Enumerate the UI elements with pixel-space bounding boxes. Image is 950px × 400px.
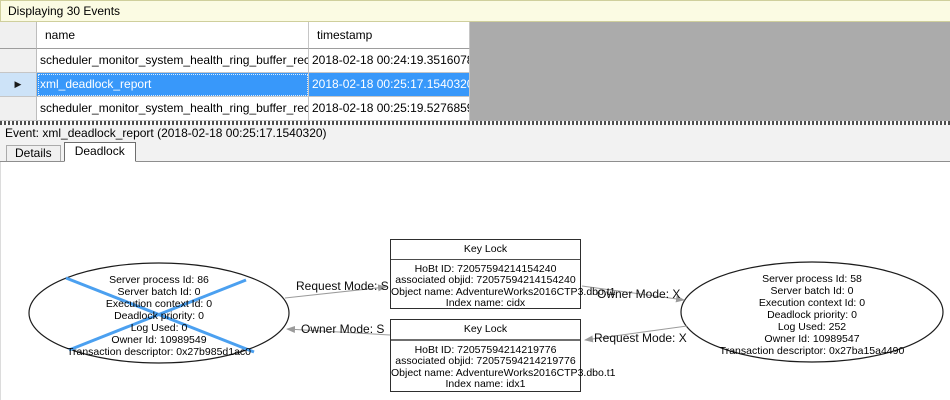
column-header-timestamp[interactable]: timestamp: [309, 22, 470, 49]
row-selector-arrow-icon: ▶: [14, 79, 22, 89]
node-line: Server batch Id: 0: [770, 285, 854, 297]
node-line: Execution context Id: 0: [105, 298, 213, 310]
resource-node-key-lock-cidx: Key Lock HoBt ID: 72057594214154240 asso…: [390, 239, 616, 310]
events-grid: name timestamp scheduler_monitor_system_…: [0, 22, 950, 121]
events-count-label: Displaying 30 Events: [8, 4, 121, 18]
lock-line: HoBt ID: 72057594214219776: [414, 344, 557, 356]
tab-strip: Details Deadlock: [0, 142, 950, 162]
edge-label-request-x: Request Mode: X: [594, 331, 687, 345]
column-header-name[interactable]: name: [37, 22, 309, 49]
resource-node-key-lock-idx1: Key Lock HoBt ID: 72057594214219776 asso…: [390, 319, 616, 392]
row-selector-cell: [0, 49, 37, 73]
cell-timestamp: 2018-02-18 00:24:19.3516078: [309, 49, 470, 73]
node-line: Transaction descriptor: 0x27b985d1ac0: [66, 346, 252, 358]
lock-line: associated objid: 72057594214154240: [395, 274, 576, 287]
selected-event-line: Event: xml_deadlock_report (2018-02-18 0…: [0, 125, 950, 142]
node-line: Log Used: 0: [130, 322, 188, 334]
node-line: Server process Id: 58: [762, 273, 862, 285]
node-line: Server batch Id: 0: [117, 286, 201, 298]
node-line: Transaction descriptor: 0x27ba15a4490: [719, 345, 905, 357]
deadlock-graph-panel: Server process Id: 86 Server batch Id: 0…: [0, 162, 950, 400]
node-line: Owner Id: 10989549: [111, 334, 207, 346]
table-row[interactable]: scheduler_monitor_system_health_ring_buf…: [0, 49, 470, 73]
pane-splitter[interactable]: [0, 121, 950, 125]
node-line: Server process Id: 86: [109, 274, 209, 286]
lock-line: Object name: AdventureWorks2016CTP3.dbo.…: [391, 366, 616, 379]
lock-line: HoBt ID: 72057594214154240: [414, 263, 557, 275]
lock-line: Object name: AdventureWorks2016CTP3.dbo.…: [391, 285, 616, 298]
cell-name: scheduler_monitor_system_health_ring_buf…: [37, 49, 309, 73]
cell-timestamp: 2018-02-18 00:25:19.5276859: [309, 97, 470, 121]
grid-corner-cell: [0, 22, 37, 49]
row-selector-cell: ▶: [0, 73, 37, 97]
table-row-selected[interactable]: ▶ xml_deadlock_report 2018-02-18 00:25:1…: [0, 73, 470, 97]
lock-title: Key Lock: [391, 240, 580, 260]
edge-label-owner-s: Owner Mode: S: [301, 322, 385, 336]
row-selector-cell: [0, 97, 37, 121]
grid-header-row: name timestamp: [0, 22, 470, 49]
cell-name: scheduler_monitor_system_health_ring_buf…: [37, 97, 309, 121]
cell-name: xml_deadlock_report: [37, 73, 309, 97]
selected-event-text: Event: xml_deadlock_report (2018-02-18 0…: [5, 126, 327, 140]
edge-label-request-s: Request Mode: S: [296, 279, 389, 293]
tab-details[interactable]: Details: [6, 145, 61, 161]
events-count-bar: Displaying 30 Events: [0, 0, 950, 22]
tab-deadlock[interactable]: Deadlock: [63, 142, 136, 162]
node-line: Owner Id: 10989547: [764, 333, 860, 345]
node-line: Deadlock priority: 0: [767, 309, 857, 321]
process-node-victim: Server process Id: 86 Server batch Id: 0…: [34, 274, 284, 358]
node-line: Log Used: 252: [777, 321, 847, 333]
table-row[interactable]: scheduler_monitor_system_health_ring_buf…: [0, 97, 470, 121]
lock-line: associated objid: 72057594214219776: [395, 355, 576, 368]
node-line: Execution context Id: 0: [758, 297, 866, 309]
lock-line: Index name: cidx: [445, 297, 526, 310]
lock-line: Index name: idx1: [445, 378, 526, 391]
cell-timestamp: 2018-02-18 00:25:17.1540320: [309, 73, 470, 97]
edge-label-owner-x: Owner Mode: X: [597, 287, 681, 301]
lock-title: Key Lock: [391, 320, 580, 341]
process-node: Server process Id: 58 Server batch Id: 0…: [687, 273, 937, 357]
node-line: Deadlock priority: 0: [114, 310, 204, 322]
